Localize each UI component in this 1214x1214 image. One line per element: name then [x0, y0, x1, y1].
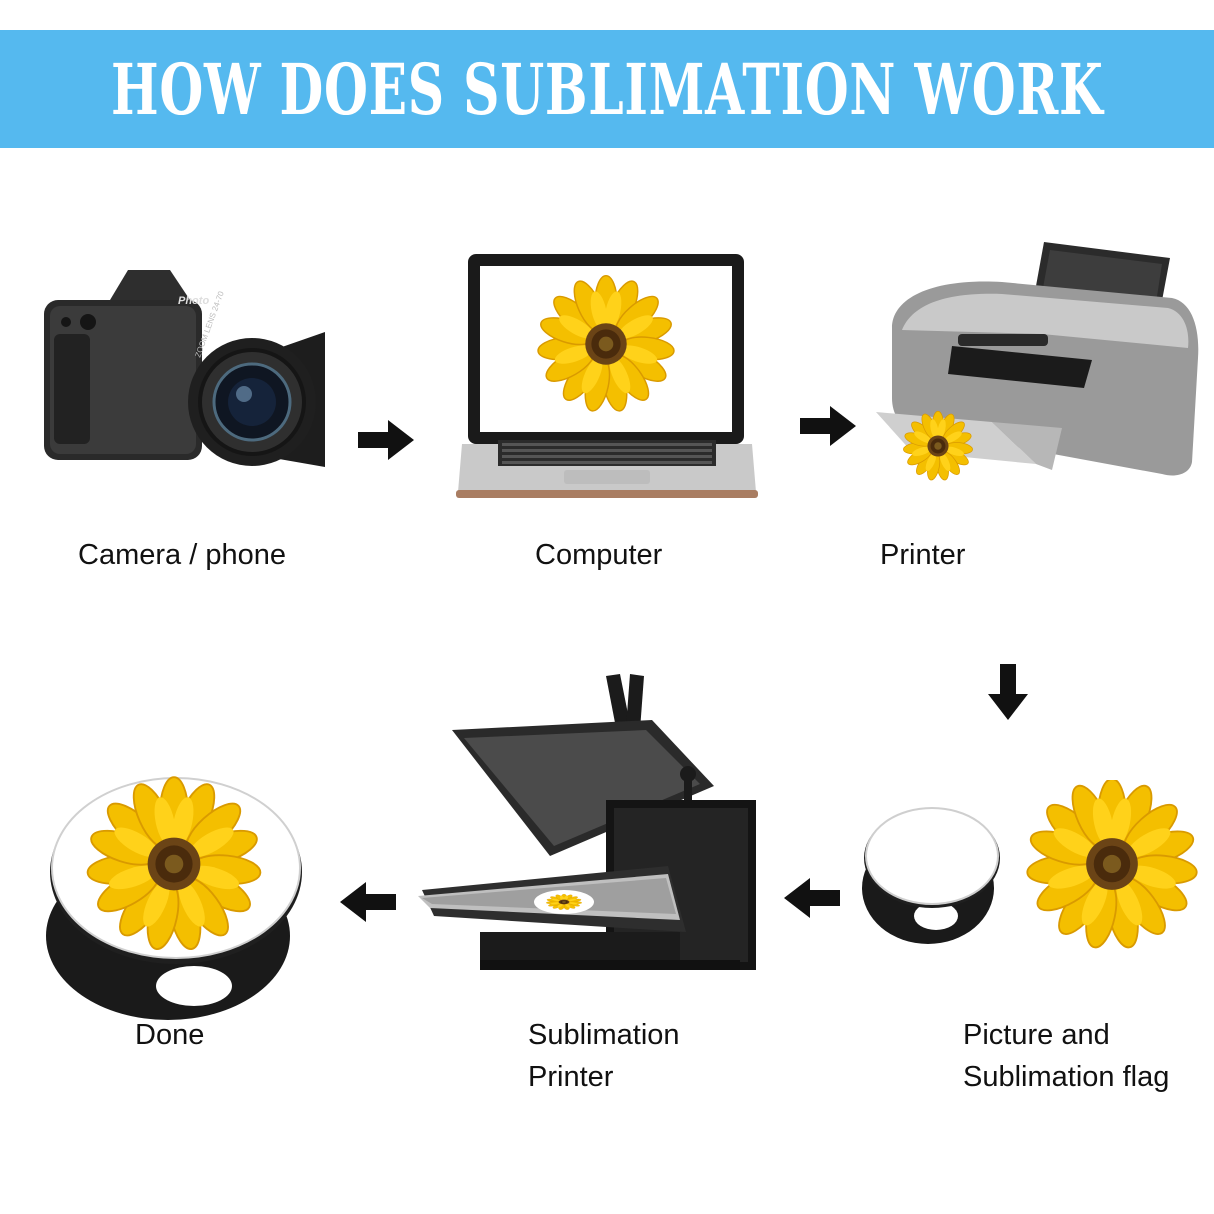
phone-grip-and-sunflower-icon: [862, 780, 1198, 952]
step-label-computer: Computer: [535, 539, 663, 571]
camera-icon: Photo ZOOM LENS 24-70: [44, 270, 325, 467]
heat-press-icon: [418, 674, 756, 970]
step-label-press-line1: Sublimation: [528, 1019, 680, 1051]
arrow-right-icon: [800, 406, 856, 446]
step-label-picture-line2: Sublimation flag: [963, 1061, 1170, 1093]
arrow-left-icon: [784, 878, 840, 918]
printer-icon: [876, 242, 1199, 482]
page-title: HOW DOES SUBLIMATION WORK: [110, 47, 1104, 131]
step-label-press-line2: Printer: [528, 1061, 614, 1093]
camera-brand-text: Photo: [178, 295, 209, 307]
finished-phone-grip-icon: [46, 776, 302, 1020]
step-label-picture-line1: Picture and: [963, 1019, 1110, 1051]
arrow-left-icon: [340, 882, 396, 922]
title-banner: HOW DOES SUBLIMATION WORK: [0, 30, 1214, 148]
step-label-camera: Camera / phone: [78, 539, 286, 571]
laptop-icon: [456, 254, 758, 498]
arrow-right-icon: [358, 420, 414, 460]
step-label-picture: Picture and Sublimation flag: [963, 1014, 1169, 1098]
arrow-down-icon: [988, 664, 1028, 720]
step-label-printer: Printer: [880, 539, 966, 571]
step-label-press: Sublimation Printer: [528, 1014, 680, 1098]
step-label-done: Done: [135, 1019, 205, 1051]
